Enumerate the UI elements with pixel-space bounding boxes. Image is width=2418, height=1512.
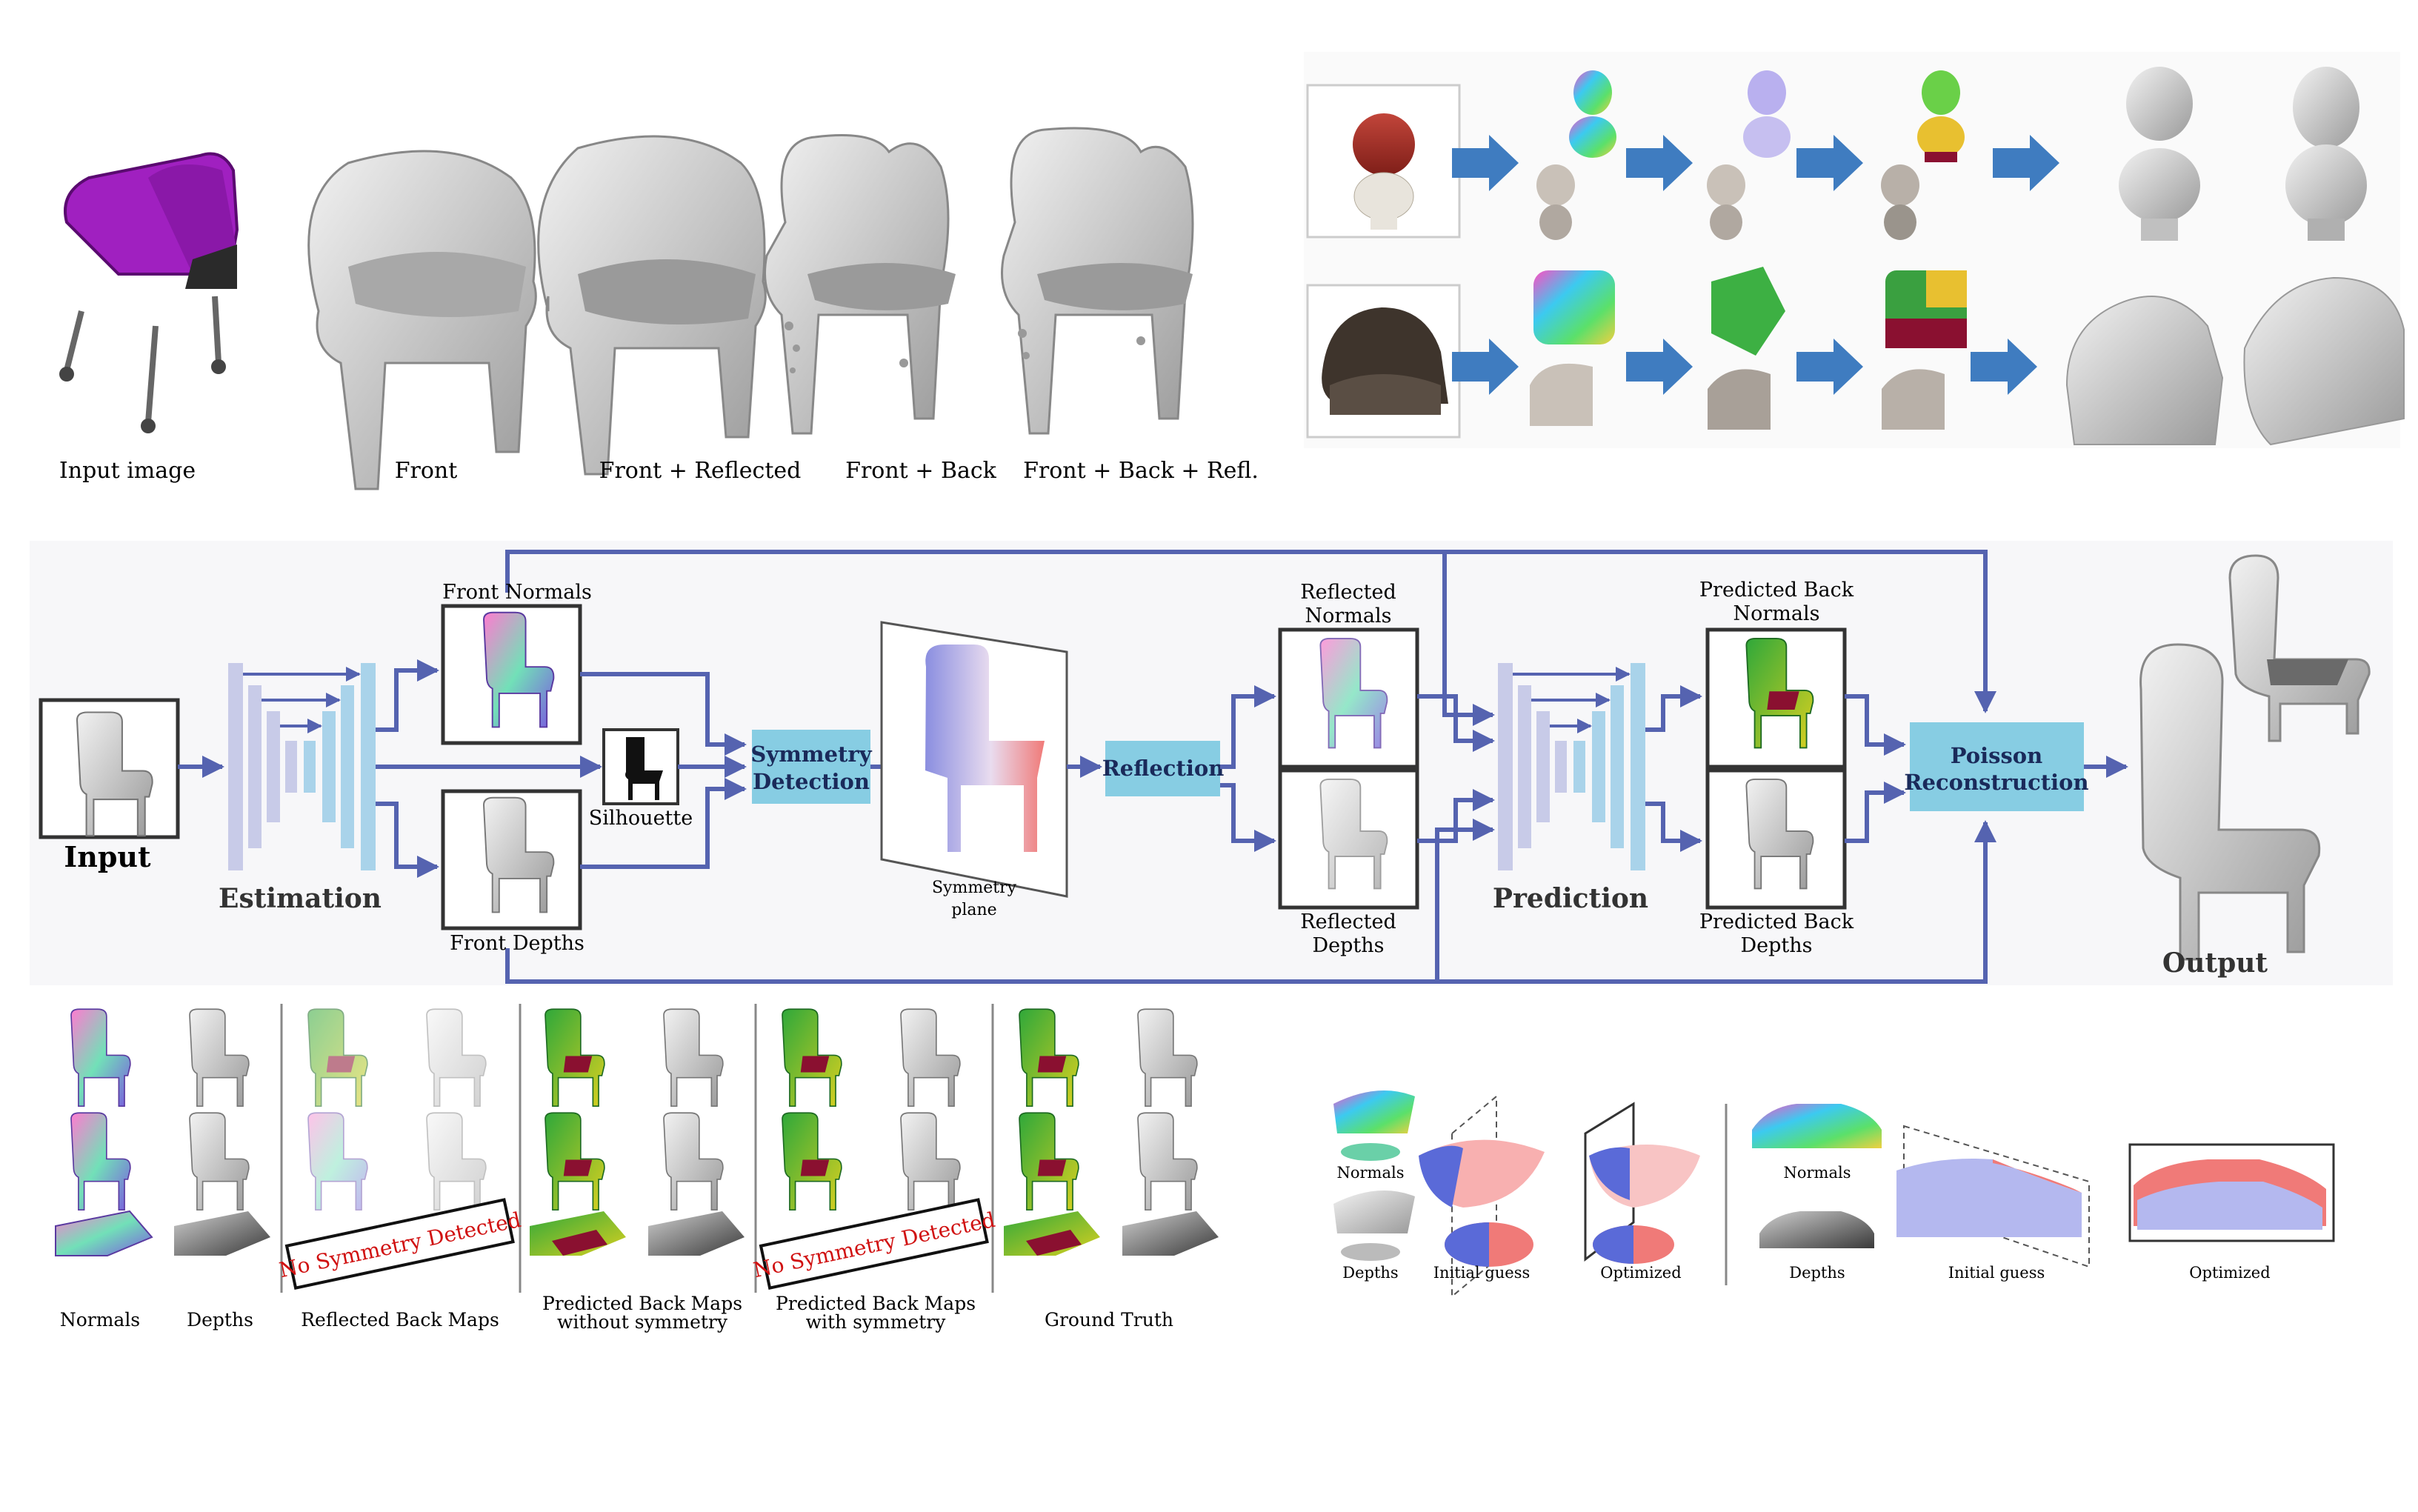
vase-stage-1 bbox=[1536, 70, 1616, 240]
col-reflected-back-maps: Reflected Back Maps bbox=[301, 1309, 499, 1331]
br-optimized-1 bbox=[1584, 1102, 1700, 1264]
prediction-label: Prediction bbox=[1493, 883, 1648, 914]
output-chair-small bbox=[2228, 554, 2371, 742]
pipeline-diagram: Input Estimation Front Normals bbox=[30, 541, 2393, 985]
armchair-output-1 bbox=[2065, 296, 2224, 445]
front-normals-label: Front Normals bbox=[442, 581, 592, 604]
bottom-right-panel: Normals Depths Initial guess Optimized N… bbox=[1333, 1090, 2335, 1299]
col-predicted-wo-sym-2: without symmetry bbox=[557, 1311, 728, 1333]
br-initial-guess-2 bbox=[1896, 1125, 2090, 1268]
reflected-normals-line1: Reflected bbox=[1300, 581, 1396, 604]
caption-front: Front bbox=[395, 458, 458, 484]
br-optimized-2 bbox=[2128, 1143, 2335, 1242]
reflected-depths-line1: Reflected bbox=[1300, 910, 1396, 933]
predicted-back-depths-line2: Depths bbox=[1740, 934, 1812, 957]
br-label-depths-1: Depths bbox=[1342, 1264, 1398, 1282]
top-right-panel bbox=[1304, 52, 2405, 448]
estimation-network bbox=[228, 663, 376, 870]
symmetry-detection-line1: Symmetry bbox=[750, 742, 872, 767]
top-left-panel: Input image Front Front + Reflected Fron… bbox=[59, 127, 1259, 490]
col-predicted-w-sym-1: Predicted Back Maps bbox=[776, 1293, 976, 1314]
br-label-optimized-1: Optimized bbox=[1600, 1264, 1681, 1282]
poisson-reconstruction-module bbox=[1910, 722, 2084, 811]
chair-front-back bbox=[764, 134, 956, 435]
flow-arrows-row2 bbox=[1452, 339, 2037, 395]
br-label-normals-1: Normals bbox=[1337, 1164, 1405, 1182]
symmetry-plane-line2: plane bbox=[951, 901, 996, 919]
poisson-line2: Reconstruction bbox=[1904, 770, 2088, 795]
prediction-network bbox=[1498, 663, 1645, 870]
input-chair-image bbox=[59, 152, 239, 433]
br-label-initial-guess-1: Initial guess bbox=[1433, 1264, 1531, 1282]
br-label-optimized-2: Optimized bbox=[2189, 1264, 2270, 1282]
reflection-module bbox=[1105, 741, 1220, 796]
symmetry-detection-module bbox=[752, 730, 870, 804]
caption-front-back: Front + Back bbox=[845, 458, 997, 484]
col-normals: Normals bbox=[60, 1309, 140, 1331]
estimation-label: Estimation bbox=[219, 883, 382, 914]
symmetry-plane-image bbox=[880, 621, 1068, 898]
no-symmetry-box-1: No Symmetry Detected bbox=[277, 1198, 523, 1290]
caption-front-reflected: Front + Reflected bbox=[599, 458, 802, 484]
predicted-back-normals-line1: Predicted Back bbox=[1699, 579, 1854, 602]
skip-connections bbox=[505, 550, 1996, 984]
armchair-stage-2 bbox=[1708, 267, 1785, 430]
flow-arrows-row1 bbox=[1452, 135, 2059, 191]
symmetry-detection-line2: Detection bbox=[753, 769, 870, 794]
armchair-output-2 bbox=[2243, 276, 2405, 446]
predicted-back-normals-line2: Normals bbox=[1733, 602, 1820, 625]
vase-stage-2 bbox=[1707, 70, 1791, 240]
reflected-depths-line2: Depths bbox=[1312, 934, 1384, 957]
vase-output-1 bbox=[2119, 67, 2200, 241]
col-ground-truth: Ground Truth bbox=[1045, 1309, 1173, 1331]
input-label: Input bbox=[64, 840, 151, 873]
reflection-label: Reflection bbox=[1102, 756, 1225, 781]
col-predicted-w-sym-2: with symmetry bbox=[806, 1311, 947, 1333]
br-label-depths-2: Depths bbox=[1789, 1264, 1845, 1282]
column-dividers bbox=[280, 1004, 994, 1293]
symmetry-plane-line1: Symmetry bbox=[932, 879, 1017, 897]
no-symmetry-box-2: No Symmetry Detected bbox=[751, 1198, 997, 1290]
vase-output-2 bbox=[2285, 67, 2367, 241]
predicted-back-depths-line1: Predicted Back bbox=[1699, 910, 1854, 933]
output-chair-large bbox=[2139, 643, 2321, 961]
caption-front-back-refl: Front + Back + Refl. bbox=[1023, 458, 1259, 484]
armchair-stage-1 bbox=[1530, 270, 1615, 426]
front-depths-label: Front Depths bbox=[450, 932, 584, 955]
vase-stage-3 bbox=[1881, 70, 1965, 240]
br-label-initial-guess-2: Initial guess bbox=[1948, 1264, 2045, 1282]
caption-input-image: Input image bbox=[59, 458, 196, 484]
col-depths: Depths bbox=[187, 1309, 253, 1331]
armchair-stage-3 bbox=[1882, 270, 1967, 430]
chair-front-back-refl bbox=[1001, 127, 1194, 435]
reflected-normals-line2: Normals bbox=[1305, 605, 1392, 627]
chair-front bbox=[307, 150, 537, 490]
silhouette-label: Silhouette bbox=[589, 807, 693, 830]
col-predicted-wo-sym-1: Predicted Back Maps bbox=[542, 1293, 742, 1314]
output-label: Output bbox=[2162, 948, 2268, 979]
poisson-line1: Poisson bbox=[1951, 743, 2042, 768]
br-label-normals-2: Normals bbox=[1784, 1164, 1851, 1182]
br-initial-guess-1 bbox=[1419, 1094, 1545, 1299]
chair-front-reflected bbox=[537, 135, 767, 476]
bottom-left-panel: No Symmetry Detected No Symmetry Detecte… bbox=[55, 1004, 1219, 1333]
